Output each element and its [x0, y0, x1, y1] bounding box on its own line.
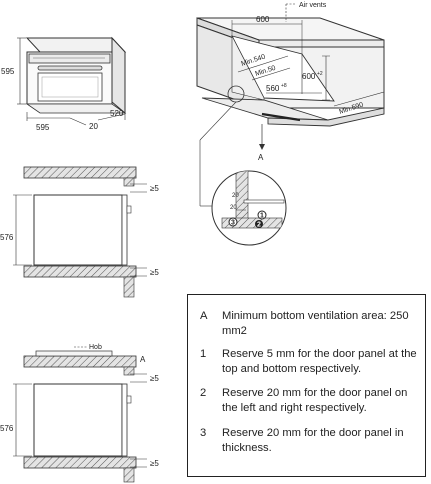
note-text: Reserve 20 mm for the door panel on the … [222, 387, 408, 414]
side-bottom-gap-bottom: ≥5 [150, 459, 159, 468]
cabinet-height-label: 600 [302, 72, 316, 81]
oven-height-label: 595 [1, 67, 15, 76]
side-top-height-label: 576 [0, 233, 14, 242]
note-key: 1 [200, 348, 207, 360]
ventilation-a-label: A [258, 153, 264, 162]
oven-width-label: 595 [36, 123, 50, 132]
detail-20-a: 20 [232, 193, 239, 199]
hob-label: Hob [89, 344, 102, 351]
air-vents-label: Air vents [299, 2, 327, 9]
cabinet-width-label: 600 [256, 15, 270, 24]
detail-20-b: 20 [230, 205, 237, 211]
note-text: Reserve 5 mm for the door panel at the t… [222, 348, 417, 375]
oven-side-profile-2 [33, 383, 123, 457]
side-bottom-gap-top: ≥5 [150, 374, 159, 383]
note-text: Reserve 20 mm for the door panel in thic… [222, 427, 404, 454]
note-text: Minimum bottom ventilation area: 250 mm2 [222, 310, 409, 337]
oven-control-panel [28, 53, 111, 64]
cabinet-drawing: Air vents 600 Min.540 Min.50 600 +2 560 … [196, 2, 385, 207]
cabinet-height-tolerance: +2 [317, 71, 323, 77]
inner-width-label: 560 [266, 84, 280, 93]
side-top-gap-top: ≥5 [150, 184, 159, 193]
note-key: A [200, 310, 208, 322]
oven-door-label: 20 [89, 122, 98, 131]
note-key: 3 [200, 427, 207, 439]
notes-box: A Minimum bottom ventilation area: 250 m… [187, 294, 426, 477]
inner-width-tolerance: +8 [281, 83, 287, 89]
side-view-bottom: Hob A 576 ≥5 ≥5 [0, 344, 159, 483]
detail-circle-1: 1 [260, 213, 264, 220]
side-bottom-height-label: 576 [0, 424, 14, 433]
oven-window [37, 72, 103, 102]
oven-side-profile [33, 194, 123, 266]
detail-circle-2: 2 [257, 222, 261, 229]
door-gap-detail: 20 20 1 2 3 [211, 170, 287, 246]
detail-circle-3: 3 [231, 220, 235, 227]
note-key: 2 [200, 387, 207, 399]
side-bottom-a-label: A [140, 355, 146, 364]
hob [35, 350, 113, 357]
oven-drawing: 595 595 520 20 [1, 36, 127, 132]
oven-handle [37, 65, 103, 71]
side-view-top: 576 ≥5 ≥5 [0, 166, 159, 298]
oven-depth-label: 520 [110, 109, 124, 118]
side-top-gap-bottom: ≥5 [150, 268, 159, 277]
